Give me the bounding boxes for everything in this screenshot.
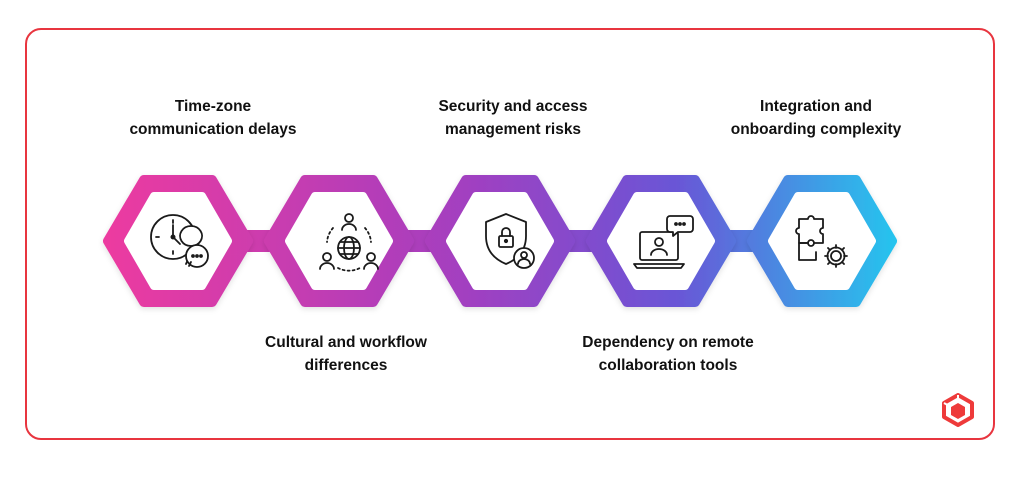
puzzle-gear-icon xyxy=(795,215,848,268)
diagram-frame xyxy=(25,28,995,440)
globe-people-icon xyxy=(319,213,379,272)
shield-lock-user-icon xyxy=(485,213,535,269)
laptop-user-chat-icon xyxy=(633,215,694,269)
brand-cube-logo-icon xyxy=(942,393,974,427)
clock-chat-icon xyxy=(150,214,209,268)
